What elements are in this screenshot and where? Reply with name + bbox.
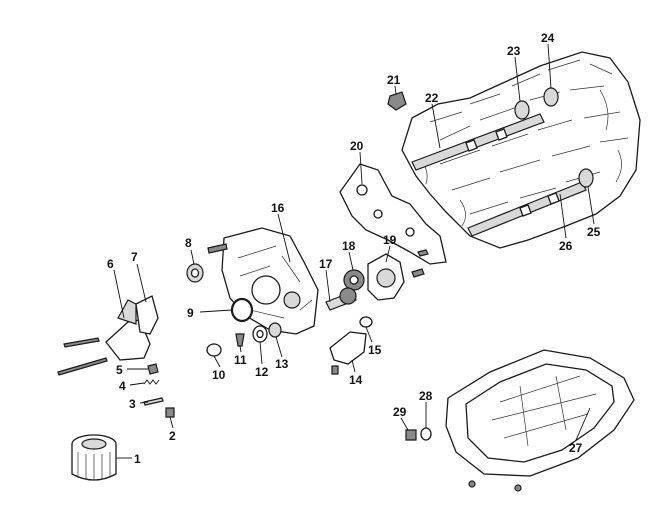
part-5-plug (147, 363, 159, 375)
part-29-drain-plug (405, 429, 417, 441)
callout-24: 24 (541, 31, 555, 45)
callout-17: 17 (319, 257, 333, 271)
callout-2: 2 (169, 429, 176, 443)
callout-5: 5 (116, 363, 123, 377)
callout-18: 18 (342, 239, 356, 253)
part-21-clip (387, 91, 407, 111)
callout-21: 21 (387, 73, 401, 87)
leader-lines (113, 43, 595, 459)
callout-19: 19 (383, 233, 397, 247)
part-7-bracket-plate (135, 295, 159, 335)
callout-28: 28 (419, 389, 433, 403)
part-6-filter-bracket (105, 299, 151, 361)
part-2-cap (165, 407, 175, 418)
callout-14: 14 (349, 373, 363, 387)
callout-10: 10 (212, 368, 226, 382)
callout-7: 7 (131, 250, 138, 264)
part-12-washer (252, 325, 268, 343)
part-3-pin (143, 397, 164, 406)
part-18-gear (343, 269, 365, 291)
callout-1: 1 (134, 452, 141, 466)
callout-12: 12 (255, 365, 269, 379)
part-16-front-cover (207, 227, 319, 335)
part-17-gear-shaft (325, 287, 357, 311)
part-13-ring (268, 322, 282, 338)
part-28-washer (420, 427, 432, 441)
part-1-oil-filter (71, 434, 117, 481)
part-20-gasket (339, 163, 447, 265)
part-9-o-ring (230, 297, 254, 323)
callout-4: 4 (119, 379, 126, 393)
part-14-strainer (329, 331, 367, 375)
callout-20: 20 (350, 139, 364, 153)
callout-11: 11 (234, 353, 247, 367)
callout-15: 15 (368, 343, 382, 357)
bracket-bolts (57, 337, 108, 376)
part-19-oil-pump (367, 249, 429, 301)
callout-6: 6 (107, 257, 114, 271)
callout-29: 29 (393, 405, 407, 419)
part-8-seal (186, 263, 204, 283)
part-11-bolt (235, 333, 245, 347)
part-15-gasket (359, 316, 373, 328)
callout-labels: 1 2 3 4 5 6 7 8 9 10 11 12 13 14 15 16 1… (107, 31, 601, 466)
callout-26: 26 (559, 239, 573, 253)
part-4-spring (143, 379, 160, 385)
callout-16: 16 (271, 201, 285, 215)
callout-27: 27 (569, 441, 583, 455)
engine-block (401, 51, 641, 249)
callout-3: 3 (129, 397, 136, 411)
callout-25: 25 (587, 225, 601, 239)
callout-22: 22 (425, 91, 439, 105)
callout-9: 9 (187, 306, 194, 320)
part-10-cap (206, 343, 222, 357)
callout-8: 8 (185, 236, 192, 250)
callout-23: 23 (507, 44, 521, 58)
part-27-oil-pan (445, 349, 635, 492)
callout-13: 13 (275, 357, 289, 371)
